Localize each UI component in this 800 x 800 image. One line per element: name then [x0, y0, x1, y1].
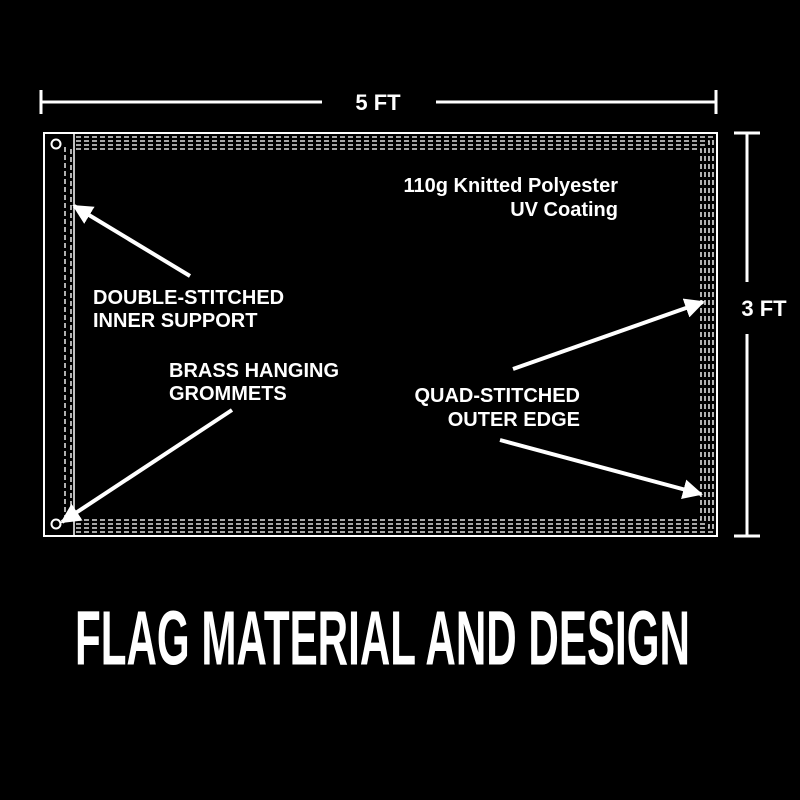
outer-edge-label-line2: OUTER EDGE: [448, 409, 580, 431]
grommet-icon: [50, 518, 62, 530]
quad-stitching: [76, 136, 714, 533]
arrow-outer-edge-top: [512, 298, 705, 371]
double-stitching: [64, 147, 72, 522]
outer-edge-label-line1: QUAD-STITCHED: [414, 385, 580, 407]
width-label: 5 FT: [355, 90, 401, 115]
height-dimension: [734, 131, 760, 538]
grommets-label-line1: BRASS HANGING: [169, 360, 339, 382]
arrow-grommets: [60, 408, 234, 524]
width-dimension: [39, 90, 718, 114]
grommet-icon: [50, 138, 62, 150]
arrow-inner-support: [72, 204, 192, 278]
arrow-outer-edge-bottom: [499, 438, 703, 499]
material-label-line1: 110g Knitted Polyester: [403, 175, 618, 197]
grommets-label-line2: GROMMETS: [169, 383, 287, 405]
inner-support-label-line1: DOUBLE-STITCHED: [93, 287, 284, 309]
flag-outline: [43, 132, 718, 537]
height-label: 3 FT: [741, 296, 787, 321]
callout-arrows: [60, 204, 705, 524]
material-label-line2: UV Coating: [510, 199, 618, 221]
page-title: FLAG MATERIAL AND DESIGN: [75, 594, 690, 681]
inner-support-label-line2: INNER SUPPORT: [93, 310, 257, 332]
